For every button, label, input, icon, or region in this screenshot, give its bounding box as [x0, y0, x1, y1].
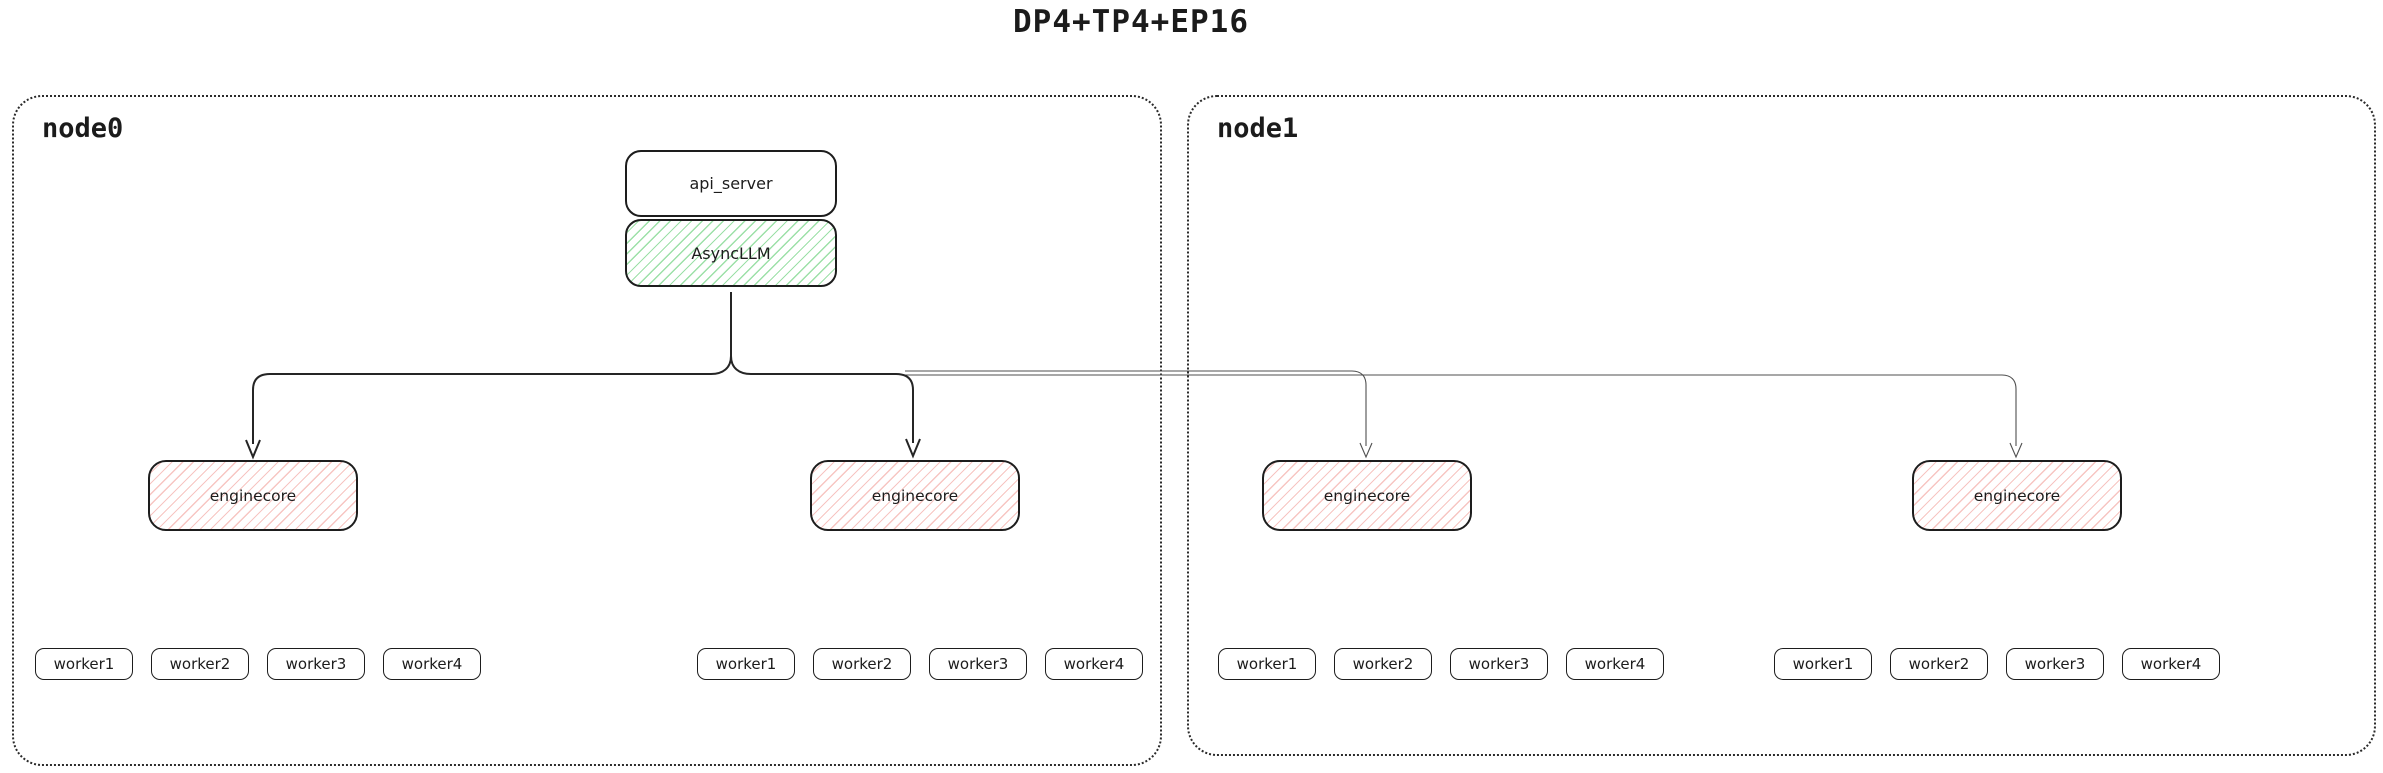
worker-label: worker1	[715, 655, 777, 673]
worker-box: worker3	[267, 648, 365, 680]
node0-label: node0	[42, 113, 124, 144]
enginecore-box: enginecore	[1262, 460, 1472, 531]
api-server-box: api_server	[625, 150, 837, 217]
worker-box: worker2	[1334, 648, 1432, 680]
enginecore-box: enginecore	[810, 460, 1020, 531]
enginecore-box: enginecore	[148, 460, 358, 531]
worker-label: worker3	[1468, 655, 1530, 673]
worker-label: worker3	[947, 655, 1009, 673]
worker-box: worker3	[929, 648, 1027, 680]
worker-label: worker2	[1908, 655, 1970, 673]
worker-label: worker3	[285, 655, 347, 673]
worker-box: worker1	[1218, 648, 1316, 680]
enginecore-label: enginecore	[1323, 486, 1411, 505]
enginecore-label: enginecore	[1973, 486, 2061, 505]
worker-label: worker2	[1352, 655, 1414, 673]
worker-box: worker1	[35, 648, 133, 680]
worker-box: worker4	[1566, 648, 1664, 680]
diagram-title: DP4+TP4+EP16	[1013, 4, 1249, 40]
enginecore-label: enginecore	[871, 486, 959, 505]
asyncllm-box: AsyncLLM	[625, 219, 837, 287]
worker-label: worker3	[2024, 655, 2086, 673]
worker-label: worker4	[1584, 655, 1646, 673]
worker-label: worker4	[1063, 655, 1125, 673]
api-server-label: api_server	[689, 174, 773, 193]
worker-box: worker2	[151, 648, 249, 680]
worker-box: worker3	[1450, 648, 1548, 680]
worker-label: worker2	[831, 655, 893, 673]
worker-label: worker2	[169, 655, 231, 673]
asyncllm-label: AsyncLLM	[691, 243, 771, 263]
worker-box: worker4	[2122, 648, 2220, 680]
worker-label: worker4	[2140, 655, 2202, 673]
worker-box: worker4	[1045, 648, 1143, 680]
worker-box: worker1	[697, 648, 795, 680]
worker-label: worker1	[1236, 655, 1298, 673]
worker-label: worker1	[1792, 655, 1854, 673]
worker-box: worker4	[383, 648, 481, 680]
enginecore-box: enginecore	[1912, 460, 2122, 531]
worker-box: worker1	[1774, 648, 1872, 680]
node1-label: node1	[1217, 113, 1299, 144]
worker-box: worker3	[2006, 648, 2104, 680]
worker-box: worker2	[1890, 648, 1988, 680]
enginecore-label: enginecore	[209, 486, 297, 505]
worker-label: worker1	[53, 655, 115, 673]
worker-label: worker4	[401, 655, 463, 673]
worker-box: worker2	[813, 648, 911, 680]
